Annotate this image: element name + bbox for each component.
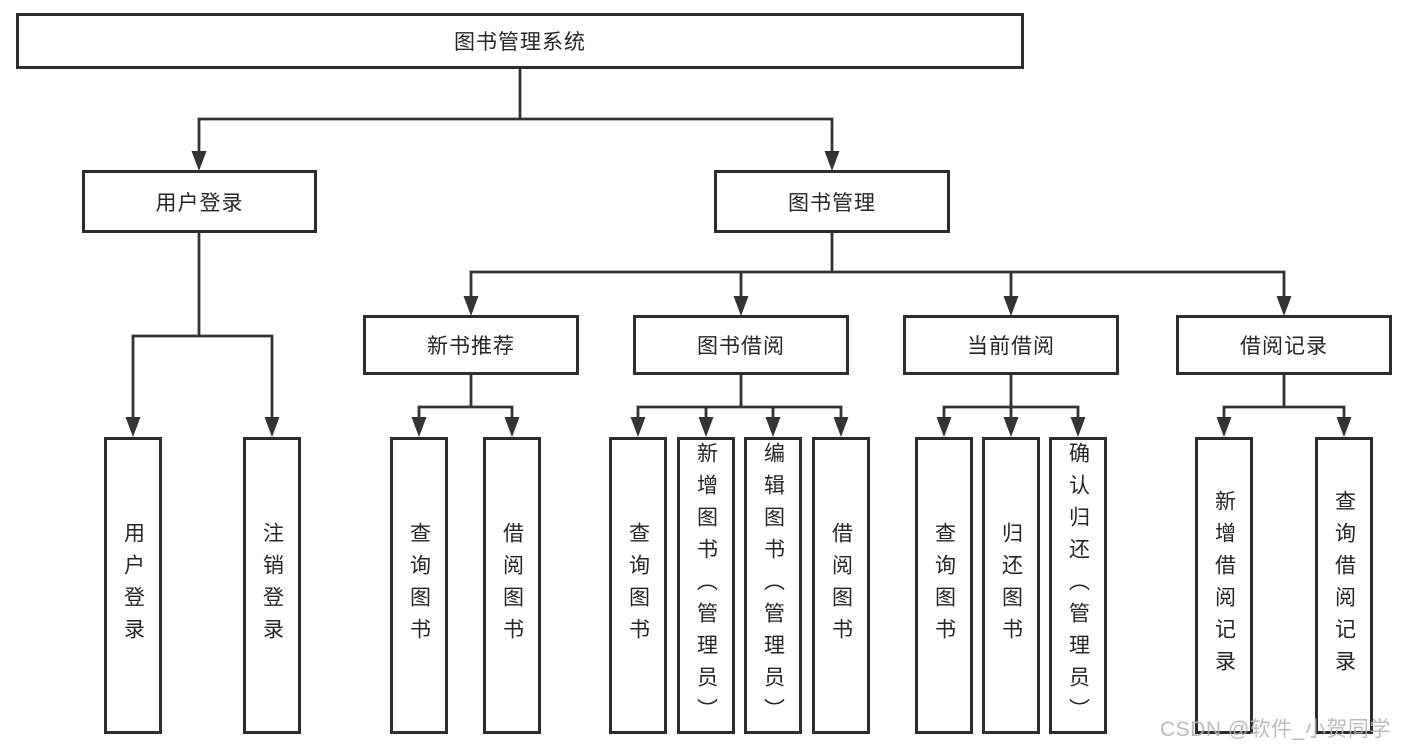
arrow-down-icon bbox=[733, 296, 749, 316]
arrow-down-icon bbox=[1003, 417, 1019, 437]
arrow-down-icon bbox=[765, 417, 781, 437]
leaf-edit-book-admin: 编辑图书（管理员） bbox=[744, 437, 802, 734]
leaf-confirm-return-admin: 确认归还（管理员） bbox=[1049, 437, 1107, 734]
connector-recommend-split bbox=[417, 405, 514, 421]
leaf-query-borrow-record: 查询借阅记录 bbox=[1315, 437, 1373, 734]
connector-mgmt-split bbox=[469, 270, 1286, 299]
arrow-down-icon bbox=[411, 417, 427, 437]
node-book-management: 图书管理 bbox=[714, 170, 950, 233]
connector-borrow-split bbox=[636, 405, 843, 421]
leaf-add-borrow-record: 新增借阅记录 bbox=[1195, 437, 1253, 734]
node-current-borrow: 当前借阅 bbox=[903, 315, 1119, 375]
connector-login-split bbox=[131, 334, 274, 420]
arrow-down-icon bbox=[463, 296, 479, 316]
node-borrow-records: 借阅记录 bbox=[1176, 315, 1392, 375]
arrow-down-icon bbox=[504, 417, 520, 437]
node-user-login: 用户登录 bbox=[82, 170, 317, 233]
node-root: 图书管理系统 bbox=[16, 13, 1024, 69]
arrow-down-icon bbox=[630, 417, 646, 437]
connector-current-split bbox=[942, 405, 1080, 421]
node-book-borrow: 图书借阅 bbox=[633, 315, 849, 375]
leaf-user-login: 用户登录 bbox=[104, 437, 162, 734]
arrow-down-icon bbox=[833, 417, 849, 437]
arrow-down-icon bbox=[698, 417, 714, 437]
watermark: CSDN @软件_小贺同学 bbox=[1160, 718, 1391, 741]
node-new-book-recommend: 新书推荐 bbox=[363, 315, 579, 375]
leaf-query-books-borrow: 查询图书 bbox=[609, 437, 667, 734]
arrow-down-icon bbox=[191, 151, 207, 171]
arrow-down-icon bbox=[1070, 417, 1086, 437]
leaf-return-book: 归还图书 bbox=[982, 437, 1040, 734]
arrow-down-icon bbox=[1003, 296, 1019, 316]
connector-root-split bbox=[197, 117, 834, 153]
arrow-down-icon bbox=[125, 417, 141, 437]
leaf-borrow-books: 借阅图书 bbox=[812, 437, 870, 734]
leaf-query-books-recommend: 查询图书 bbox=[390, 437, 448, 734]
leaf-borrow-books-recommend: 借阅图书 bbox=[483, 437, 541, 734]
arrow-down-icon bbox=[824, 151, 840, 171]
leaf-add-book-admin: 新增图书（管理员） bbox=[677, 437, 735, 734]
arrow-down-icon bbox=[1336, 417, 1352, 437]
arrow-down-icon bbox=[1276, 296, 1292, 316]
connector-records-split bbox=[1222, 405, 1346, 421]
leaf-query-books-current: 查询图书 bbox=[915, 437, 973, 734]
arrow-down-icon bbox=[264, 417, 280, 437]
leaf-logout: 注销登录 bbox=[243, 437, 301, 734]
arrow-down-icon bbox=[936, 417, 952, 437]
arrow-down-icon bbox=[1216, 417, 1232, 437]
